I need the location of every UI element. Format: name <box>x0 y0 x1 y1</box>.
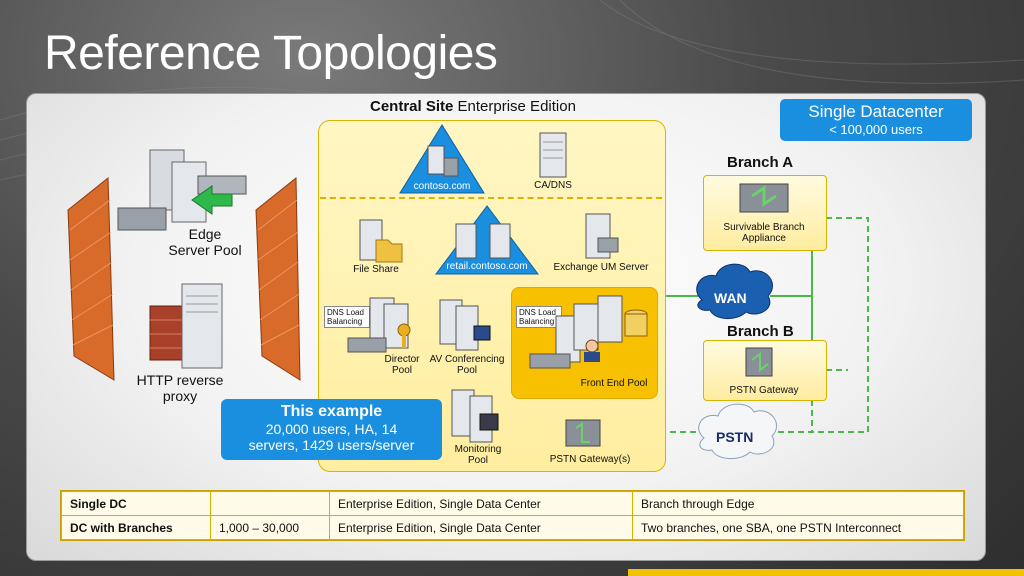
table-row: DC with Branches 1,000 – 30,000 Enterpri… <box>61 515 964 540</box>
ca-dns-label: CA/DNS <box>534 180 572 191</box>
file-share-label: File Share <box>353 264 399 275</box>
branch-b-gateway-label: PSTN Gateway <box>729 385 799 396</box>
topology-table: Single DC Enterprise Edition, Single Dat… <box>60 490 965 541</box>
central-divider <box>320 197 662 199</box>
table-row: Single DC Enterprise Edition, Single Dat… <box>61 491 964 516</box>
central-site-title: Central Site Enterprise Edition <box>370 98 576 115</box>
wan-label: WAN <box>714 290 747 306</box>
director-pool-label: Director Pool <box>384 354 420 376</box>
topology-table-grid: Single DC Enterprise Edition, Single Dat… <box>61 491 964 540</box>
table-cell: Branch through Edge <box>632 491 964 516</box>
edge-pool-label: Edge Server Pool <box>168 226 242 258</box>
av-pool-label: AV Conferencing Pool <box>429 354 505 376</box>
slide-title: Reference Topologies <box>44 27 498 80</box>
footer-accent-bar <box>628 569 1024 576</box>
table-cell: DC with Branches <box>61 515 211 540</box>
exchange-um-label: Exchange UM Server <box>553 262 649 273</box>
pstn-label: PSTN <box>716 429 754 445</box>
example-callout: This example 20,000 users, HA, 14 server… <box>221 399 442 460</box>
table-cell <box>210 491 330 516</box>
http-proxy-label: HTTP reverse proxy <box>136 372 224 404</box>
front-end-label: Front End Pool <box>580 378 648 389</box>
dns-lb-note-director: DNS Load Balancing <box>324 306 370 328</box>
single-datacenter-callout: Single Datacenter < 100,000 users <box>780 99 972 141</box>
table-cell: 1,000 – 30,000 <box>210 515 330 540</box>
dns-lb-note-front-end: DNS Load Balancing <box>516 306 562 328</box>
table-cell: Single DC <box>61 491 211 516</box>
pstn-gateways-label: PSTN Gateway(s) <box>549 454 631 465</box>
monitoring-pool-label: Monitoring Pool <box>454 444 502 466</box>
branch-b-title: Branch B <box>727 323 794 340</box>
retail-label: retail.contoso.com <box>446 261 528 272</box>
table-cell: Two branches, one SBA, one PSTN Intercon… <box>632 515 964 540</box>
sba-label: Survivable Branch Appliance <box>723 222 805 244</box>
branch-a-title: Branch A <box>727 154 794 171</box>
contoso-label: contoso.com <box>413 181 471 192</box>
table-cell: Enterprise Edition, Single Data Center <box>329 515 633 540</box>
table-cell: Enterprise Edition, Single Data Center <box>329 491 633 516</box>
